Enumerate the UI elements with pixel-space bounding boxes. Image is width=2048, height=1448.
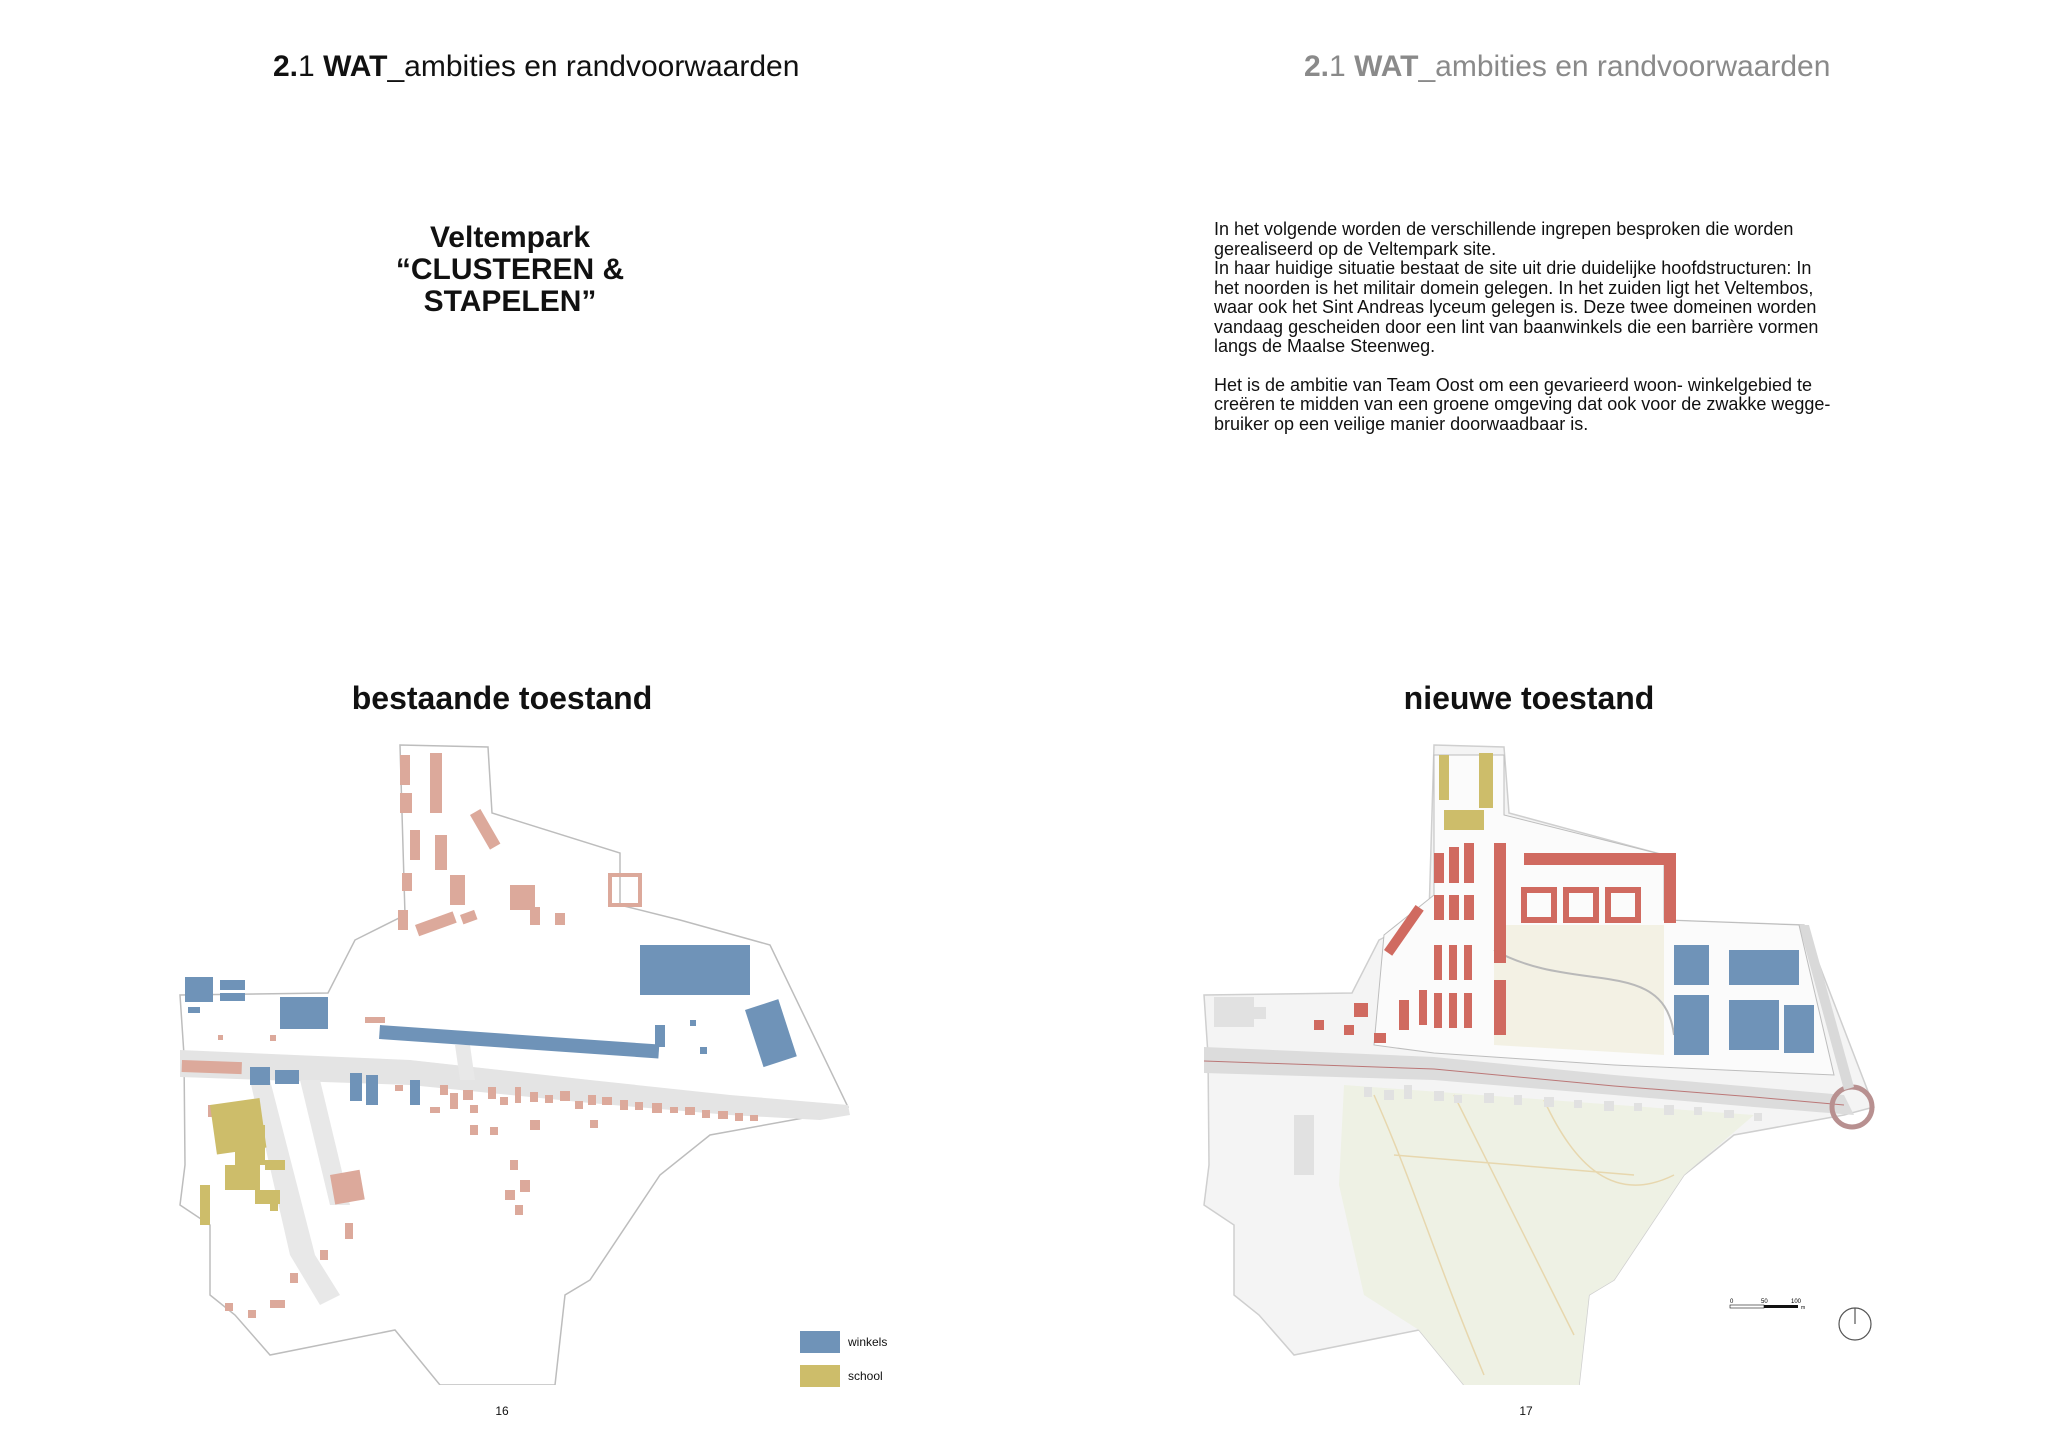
faded-buildings bbox=[1214, 997, 1762, 1175]
section-keyword: WAT bbox=[1354, 50, 1419, 83]
section-number: 2. bbox=[273, 50, 299, 83]
section-subnumber: 1 bbox=[298, 50, 315, 83]
forest-area bbox=[1339, 1085, 1754, 1385]
park-area bbox=[1494, 925, 1664, 1055]
existing-map-title: bestaande toestand bbox=[351, 680, 653, 716]
page-number: 16 bbox=[495, 1404, 509, 1418]
park-curve bbox=[1493, 949, 1675, 1036]
section-number: 2. bbox=[1304, 50, 1330, 83]
main-road bbox=[180, 1050, 850, 1120]
left-page: 2.1 WAT_ambities en randvoorwaarden Velt… bbox=[179, 50, 888, 1418]
legend-label: winkels bbox=[848, 1335, 888, 1349]
section-subtitle: _ambities en randvoorwaarden bbox=[1418, 50, 1831, 83]
right-page: 2.1 WAT_ambities en randvoorwaarden In h… bbox=[1024, 0, 2048, 1448]
school-existing bbox=[200, 1098, 285, 1225]
housing-south-strip bbox=[395, 1085, 758, 1135]
section-header: 2.1 WAT_ambities en randvoorwaarden bbox=[273, 50, 799, 84]
road-center-line bbox=[1203, 1060, 1845, 1106]
new-situation-map bbox=[1203, 744, 1875, 1385]
legend-label: school bbox=[848, 1369, 883, 1383]
side-road-3 bbox=[455, 1045, 475, 1080]
intro-text: In het volgende worden de verschillende … bbox=[1214, 219, 1914, 453]
shops-existing bbox=[185, 945, 797, 1105]
new-map-title: nieuwe toestand bbox=[1403, 680, 1655, 716]
school-new bbox=[1439, 753, 1493, 830]
legend-swatch-school bbox=[800, 1365, 840, 1387]
east-road bbox=[1799, 925, 1854, 1090]
legend-swatch-shops bbox=[800, 1331, 840, 1353]
project-title-line1: Veltempark bbox=[429, 221, 591, 254]
scale-label-0: 0 bbox=[1730, 1299, 1734, 1305]
shops-new bbox=[1674, 945, 1814, 1055]
new-housing bbox=[1314, 843, 1676, 1043]
scale-unit: m bbox=[1801, 1305, 1805, 1311]
scale-label-100: 100 bbox=[1791, 1299, 1802, 1305]
section-keyword: WAT bbox=[323, 50, 388, 83]
section-header: 2.1 WAT_ambities en randvoorwaarden bbox=[1304, 50, 1830, 84]
page-number: 17 bbox=[1519, 1404, 1533, 1418]
project-title: Veltempark “CLUSTEREN & STAPELEN” bbox=[340, 222, 680, 318]
section-subnumber: 1 bbox=[1329, 50, 1346, 83]
main-road bbox=[1204, 1047, 1854, 1115]
scale-bar: 0 50 100 m bbox=[1729, 1299, 1805, 1311]
section-subtitle: _ambities en randvoorwaarden bbox=[387, 50, 800, 83]
project-title-line2: “CLUSTEREN & STAPELEN” bbox=[395, 253, 625, 318]
intro-paragraph-2: Het is de ambitie van Team Oost om een g… bbox=[1214, 374, 1831, 434]
existing-situation-map bbox=[179, 744, 850, 1385]
north-arrow-icon bbox=[1838, 1307, 1872, 1341]
scale-label-50: 50 bbox=[1761, 1299, 1768, 1305]
forest-paths bbox=[1373, 1094, 1675, 1376]
intro-paragraph-1: In het volgende worden de verschillende … bbox=[1214, 219, 1819, 356]
side-road-1 bbox=[250, 1080, 340, 1305]
